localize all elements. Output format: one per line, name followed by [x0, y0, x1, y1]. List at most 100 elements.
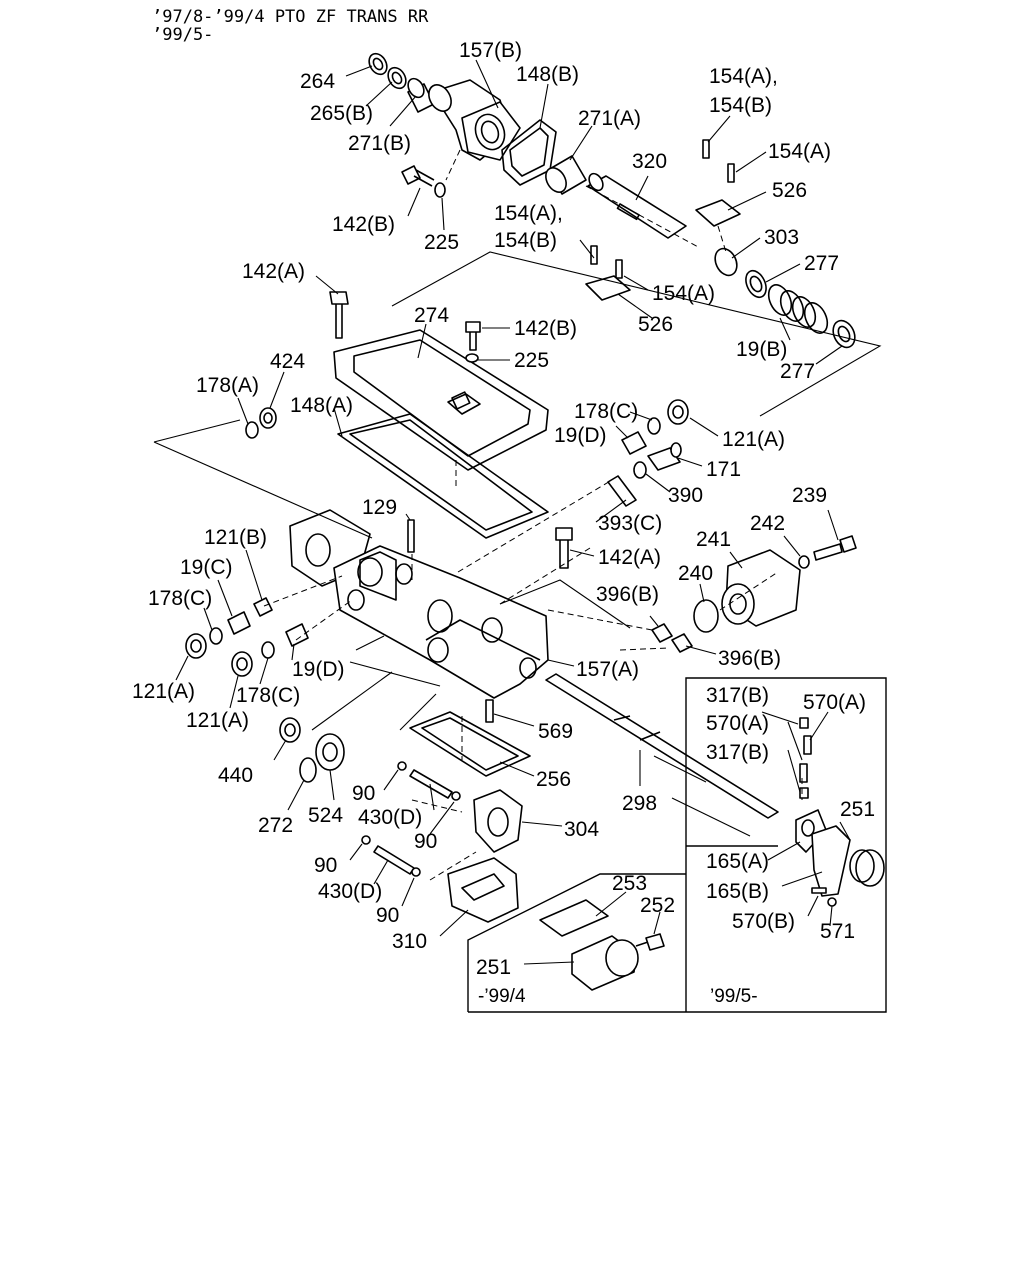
label-242: 242 — [750, 512, 785, 535]
part-main-housing — [333, 545, 549, 699]
label-241: 241 — [696, 528, 731, 551]
part-242-washer — [798, 555, 810, 569]
label-239: 239 — [792, 484, 827, 507]
label-265b: 265(B) — [310, 102, 373, 125]
label-320: 320 — [632, 150, 667, 173]
label-317b-1: 317(B) — [706, 684, 769, 707]
part-277-washer-top — [745, 269, 767, 299]
part-271a-bushing — [545, 155, 587, 195]
part-90-ball-2 — [451, 791, 461, 801]
part-271b-bushing — [407, 77, 435, 113]
label-272: 272 — [258, 814, 293, 837]
label-165a: 165(A) — [706, 850, 769, 873]
label-396b-1: 396(B) — [596, 583, 659, 606]
label-569: 569 — [538, 720, 573, 743]
part-121a-plug-mid — [231, 651, 253, 677]
part-154-pins-mid — [590, 245, 623, 279]
label-303: 303 — [764, 226, 799, 249]
label-121a-top: 121(A) — [722, 428, 785, 451]
label-570a-1: 570(A) — [803, 691, 866, 714]
label-390: 390 — [668, 484, 703, 507]
part-165b-lever — [811, 825, 851, 897]
part-430d-pin-1 — [409, 769, 453, 799]
part-142b-bolt-top — [401, 165, 435, 187]
label-90-2: 90 — [414, 830, 437, 853]
label-142b-mid: 142(B) — [514, 317, 577, 340]
part-430d-pin-2 — [373, 845, 415, 875]
label-148a: 148(A) — [290, 394, 353, 417]
label-396b-2: 396(B) — [718, 647, 781, 670]
label-570b: 570(B) — [732, 910, 795, 933]
part-171-switch — [647, 442, 682, 471]
label-298: 298 — [622, 792, 657, 815]
label-240: 240 — [678, 562, 713, 585]
part-142b-bolt-mid — [465, 321, 481, 351]
part-272-snap-ring — [299, 757, 317, 783]
label-570a-2: 570(A) — [706, 712, 769, 735]
part-277-washer-bottom — [832, 319, 856, 349]
part-142a-bolt-mid — [555, 527, 573, 569]
part-570a-pin-2 — [799, 763, 808, 783]
part-154-pins-top — [702, 139, 735, 183]
label-277-bottom: 277 — [780, 360, 815, 383]
part-90-ball-4 — [411, 867, 421, 877]
label-274: 274 — [414, 304, 449, 327]
label-178a: 178(A) — [196, 374, 259, 397]
part-526-plate-mid — [585, 275, 631, 301]
part-142a-bolt-top — [329, 291, 349, 339]
box-right-caption: ’99/5- — [710, 986, 758, 1007]
label-252: 252 — [640, 894, 675, 917]
part-225-washer-top — [434, 182, 446, 198]
label-154ab-top-1: 154(A), — [709, 65, 778, 88]
label-271a: 271(A) — [578, 107, 641, 130]
part-317b-bushing-1 — [799, 717, 809, 729]
part-178a-oring — [245, 421, 259, 439]
label-251-left: 251 — [476, 956, 511, 979]
label-154ab-top-2: 154(B) — [709, 94, 772, 117]
part-303-snap-ring — [714, 247, 738, 277]
part-121b-plug — [253, 597, 273, 617]
box-left-caption: -’99/4 — [478, 986, 526, 1007]
label-225-mid: 225 — [514, 349, 549, 372]
part-129-pin — [407, 519, 415, 553]
part-90-ball-3 — [361, 835, 371, 845]
label-178c-top: 178(C) — [574, 400, 638, 423]
part-19c-spring — [227, 611, 251, 635]
assembly-guide-lines — [153, 149, 882, 881]
part-265b-seal — [387, 66, 407, 90]
label-165b: 165(B) — [706, 880, 769, 903]
part-178c-oring-top — [647, 417, 661, 435]
label-142a-top: 142(A) — [242, 260, 305, 283]
part-304-fork — [473, 789, 523, 853]
label-393c: 393(C) — [598, 512, 662, 535]
label-571: 571 — [820, 920, 855, 943]
part-570b-pin — [811, 887, 827, 894]
part-225-washer-mid — [465, 353, 479, 363]
part-526-plate-top — [695, 199, 741, 227]
part-310-bracket — [447, 857, 519, 923]
label-277-top: 277 — [804, 252, 839, 275]
label-90-4: 90 — [376, 904, 399, 927]
label-526-mid: 526 — [638, 313, 673, 336]
part-570a-pin-1 — [803, 735, 812, 755]
label-264: 264 — [300, 70, 335, 93]
part-264-ring — [368, 52, 388, 76]
header-line-2: ’99/5- — [152, 25, 213, 45]
label-225-top: 225 — [424, 231, 459, 254]
part-571-ball — [827, 897, 837, 907]
part-390-oring — [633, 461, 647, 479]
part-298-shaft — [545, 673, 779, 819]
label-154ab-mid-2: 154(B) — [494, 229, 557, 252]
label-430d-2: 430(D) — [318, 880, 382, 903]
label-171: 171 — [706, 458, 741, 481]
label-157a: 157(A) — [576, 658, 639, 681]
label-121a-left: 121(A) — [132, 680, 195, 703]
label-154ab-mid-1: 154(A), — [494, 202, 563, 225]
part-569-pin — [485, 699, 494, 723]
part-252-bolt — [635, 933, 665, 951]
label-142a-mid: 142(A) — [598, 546, 661, 569]
part-524-seal — [315, 733, 345, 771]
label-121b: 121(B) — [204, 526, 267, 549]
label-90-3: 90 — [314, 854, 337, 877]
label-19b: 19(B) — [736, 338, 787, 361]
